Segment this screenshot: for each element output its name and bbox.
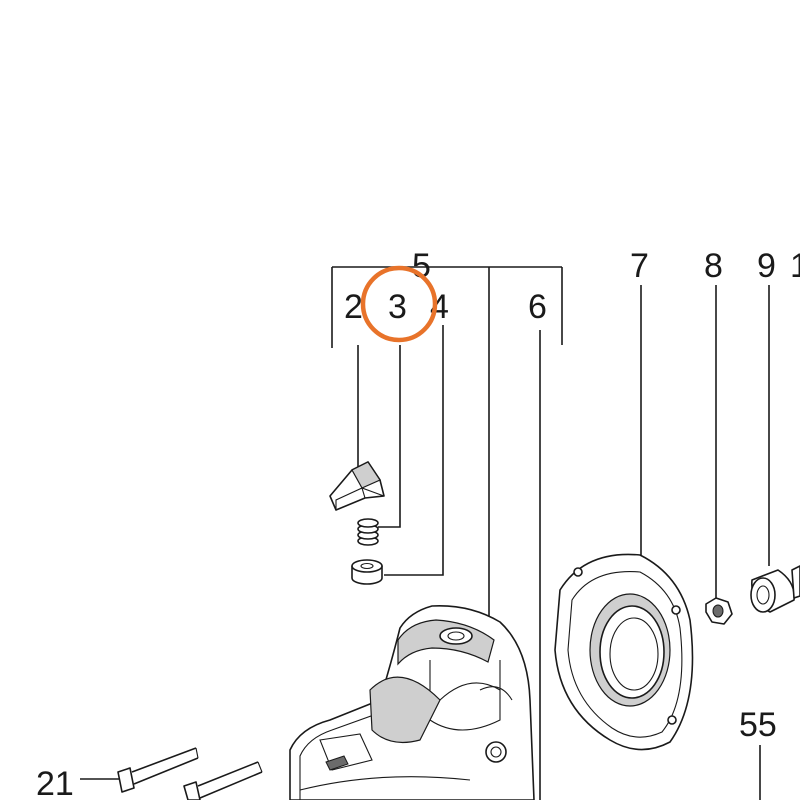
part-21-screws — [117, 747, 263, 800]
callout-2: 2 — [344, 288, 363, 326]
callout-10-partial: 1 — [790, 247, 800, 285]
callout-55: 55 — [739, 706, 777, 744]
callout-7: 7 — [630, 247, 649, 285]
leader-3 — [378, 345, 401, 528]
highlight-circle — [360, 265, 438, 343]
part-2-latch — [329, 461, 385, 511]
gear-housing — [289, 605, 535, 800]
callout-6: 6 — [528, 288, 547, 326]
group-5-bracket — [331, 266, 563, 630]
part-8-nut — [705, 597, 733, 625]
leader-4 — [384, 325, 444, 576]
callout-8: 8 — [704, 247, 723, 285]
callout-9: 9 — [757, 247, 776, 285]
callout-5: 5 — [412, 247, 431, 285]
part-7-flange — [554, 553, 694, 751]
part-4-bushing — [351, 559, 383, 585]
part-3-spring — [357, 518, 379, 546]
callout-3: 3 — [388, 288, 407, 326]
part-9-collar — [750, 565, 800, 613]
callout-21: 21 — [36, 765, 74, 800]
